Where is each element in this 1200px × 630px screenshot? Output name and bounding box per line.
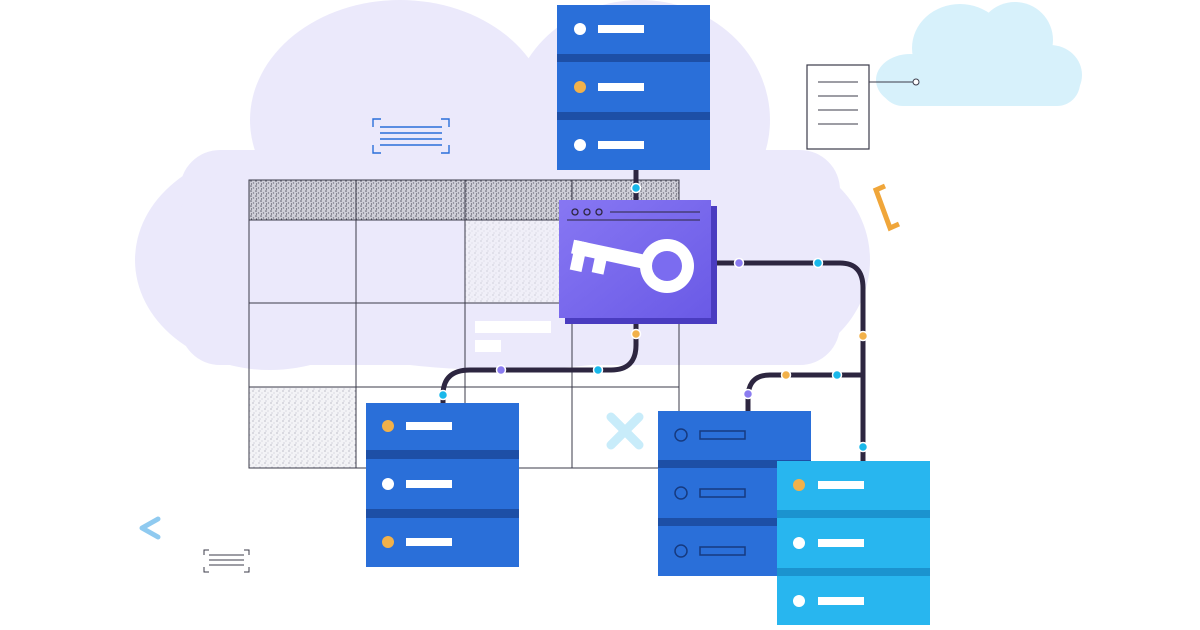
server-icon — [557, 120, 710, 170]
text-lines-icon — [372, 118, 450, 154]
document-icon — [806, 64, 920, 150]
bracket-icon — [872, 183, 901, 232]
server-icon — [777, 461, 930, 518]
data-grid-table — [248, 179, 680, 469]
server-icon — [366, 403, 519, 459]
key-icon — [569, 239, 694, 293]
server-icon — [366, 518, 519, 567]
chevron-left-icon — [139, 516, 161, 540]
server-icon — [366, 459, 519, 518]
server-icon — [658, 411, 811, 468]
pipe-dots — [437, 182, 869, 453]
server-stack-left — [366, 403, 519, 567]
text-lines-icon-small — [203, 549, 250, 573]
server-icon — [777, 576, 930, 625]
server-icon — [777, 518, 930, 576]
small-cloud-icon — [876, 2, 1082, 106]
server-stack-right — [777, 461, 930, 625]
server-icon — [557, 5, 710, 62]
server-icon — [557, 62, 710, 120]
server-stack-top — [557, 5, 710, 170]
key-panel — [559, 200, 717, 324]
close-x-icon — [606, 412, 644, 450]
